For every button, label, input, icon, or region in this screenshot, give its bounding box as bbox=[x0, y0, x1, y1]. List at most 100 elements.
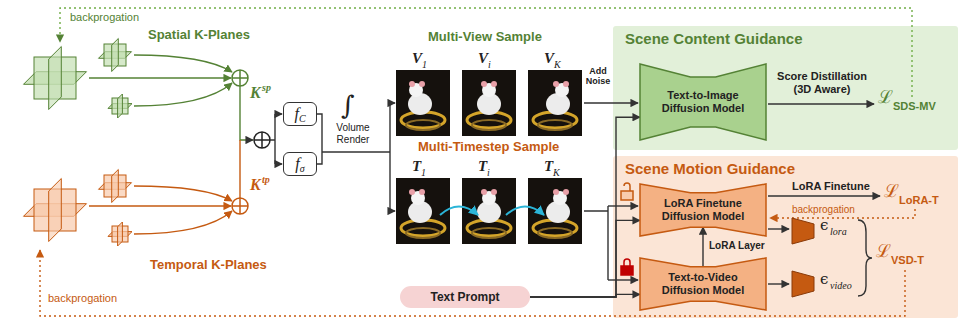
figure-label: T bbox=[478, 158, 487, 175]
figure-part bbox=[621, 191, 633, 200]
figure-part bbox=[89, 205, 231, 206]
figure-part bbox=[608, 205, 638, 206]
figure-label: 1 bbox=[422, 59, 427, 71]
panel-title: Scene Content Guidance bbox=[625, 30, 803, 47]
model-name: Text-to-Image Diffusion Model bbox=[650, 89, 756, 114]
time-arrows bbox=[440, 207, 544, 216]
edge-label: LoRA Layer bbox=[709, 240, 965, 252]
figure-part bbox=[232, 70, 248, 86]
figure-label: sp bbox=[262, 82, 271, 94]
figure-label: i bbox=[487, 167, 490, 179]
figure-part bbox=[768, 228, 789, 229]
figure-label: i bbox=[488, 59, 491, 71]
figure-label: LoRA Finetune bbox=[792, 180, 870, 193]
figure-part bbox=[232, 70, 248, 86]
function-symbol: f bbox=[294, 105, 298, 123]
plane bbox=[118, 222, 123, 246]
function-subscript: C bbox=[299, 113, 306, 124]
figure-part bbox=[472, 228, 506, 238]
mlp-box: fσ bbox=[283, 152, 317, 176]
figure-part bbox=[40, 250, 905, 316]
sample-image bbox=[462, 178, 516, 244]
figure-label: VSD-T bbox=[891, 254, 924, 267]
sample-image bbox=[396, 70, 450, 136]
figure-label: Spatial K-Planes bbox=[148, 28, 250, 43]
figure-part bbox=[472, 120, 506, 130]
figure-label: K bbox=[250, 84, 261, 102]
k-planes-figure bbox=[24, 39, 133, 247]
figure-part bbox=[232, 198, 248, 214]
figure-label: Score Distillation (3D Aware) bbox=[772, 70, 872, 95]
figure-label: Multi-View Sample bbox=[428, 30, 542, 45]
figure-part bbox=[624, 259, 630, 266]
figure-part bbox=[134, 186, 232, 201]
figure-part bbox=[409, 189, 415, 195]
figure-label: backprogation bbox=[70, 11, 139, 24]
figure-label: ℒ bbox=[878, 88, 893, 106]
figure-part bbox=[390, 210, 395, 211]
figure-label: T bbox=[544, 158, 553, 175]
figure-part bbox=[462, 70, 516, 136]
figure-label: T bbox=[412, 158, 421, 175]
plane bbox=[112, 170, 119, 203]
figure-part bbox=[621, 266, 633, 275]
guidance-panel: Scene Content GuidanceText-to-Image Diff… bbox=[613, 26, 958, 150]
sample-image bbox=[528, 178, 582, 244]
figure-label: ϵ bbox=[820, 272, 828, 287]
figure-part bbox=[89, 77, 231, 78]
mlp-box: fC bbox=[283, 102, 317, 126]
figure-part bbox=[134, 83, 232, 106]
figure-part bbox=[491, 81, 497, 87]
figure-part bbox=[134, 55, 232, 72]
backprop-lines bbox=[40, 8, 915, 316]
figure-part bbox=[768, 195, 880, 196]
k-plane-set bbox=[24, 47, 87, 110]
figure-label: SDS-MV bbox=[893, 100, 936, 113]
figure-part bbox=[322, 151, 390, 152]
figure-part bbox=[396, 70, 450, 136]
diffusion-model: LoRA Finetune Diffusion Model bbox=[640, 184, 766, 236]
figure-part bbox=[538, 228, 572, 238]
figure-label: Temporal K-Planes bbox=[150, 258, 267, 273]
figure-label: V bbox=[544, 50, 554, 67]
prompt-pill: Text Prompt bbox=[400, 286, 530, 308]
figure-part bbox=[275, 113, 282, 114]
figure-part bbox=[563, 189, 569, 195]
figure-label: backprogation bbox=[792, 204, 855, 216]
connector-arrow bbox=[530, 220, 640, 297]
figure-part bbox=[584, 206, 608, 280]
guidance-panel: Scene Motion GuidanceLoRA Finetune Diffu… bbox=[613, 156, 958, 318]
sample-image bbox=[462, 70, 516, 136]
figure-part bbox=[553, 189, 559, 195]
figure-label: ϵ bbox=[820, 218, 828, 233]
figure-part bbox=[419, 189, 425, 195]
figure-label: Multi-Timestep Sample bbox=[418, 140, 559, 155]
connector-arrow bbox=[530, 294, 640, 297]
figure-part bbox=[481, 189, 487, 195]
figure-part bbox=[792, 218, 814, 244]
figure-part bbox=[563, 81, 569, 87]
noise-outputs bbox=[792, 218, 814, 297]
figure-part bbox=[396, 178, 450, 244]
figure-part bbox=[275, 163, 282, 164]
figure-part bbox=[254, 132, 270, 148]
plane bbox=[112, 39, 119, 72]
hourglass-outline bbox=[640, 64, 766, 140]
figure-part bbox=[239, 140, 240, 198]
figure-part bbox=[768, 103, 874, 104]
figure-label: Add Noise bbox=[584, 66, 612, 87]
sum-symbols bbox=[232, 70, 270, 214]
k-plane-set bbox=[108, 222, 132, 246]
model-name: Text-to-Video Diffusion Model bbox=[650, 271, 756, 296]
plane bbox=[49, 47, 62, 110]
figure-part bbox=[270, 114, 275, 164]
figure-part bbox=[462, 178, 516, 244]
model-name: LoRA Finetune Diffusion Model bbox=[650, 197, 756, 222]
figure-part bbox=[528, 178, 582, 244]
figure-label: K bbox=[553, 167, 560, 179]
figure-part bbox=[768, 283, 789, 284]
k-plane-set bbox=[108, 94, 132, 118]
figure-label: backprogation bbox=[48, 292, 117, 305]
figure-part bbox=[792, 271, 814, 297]
